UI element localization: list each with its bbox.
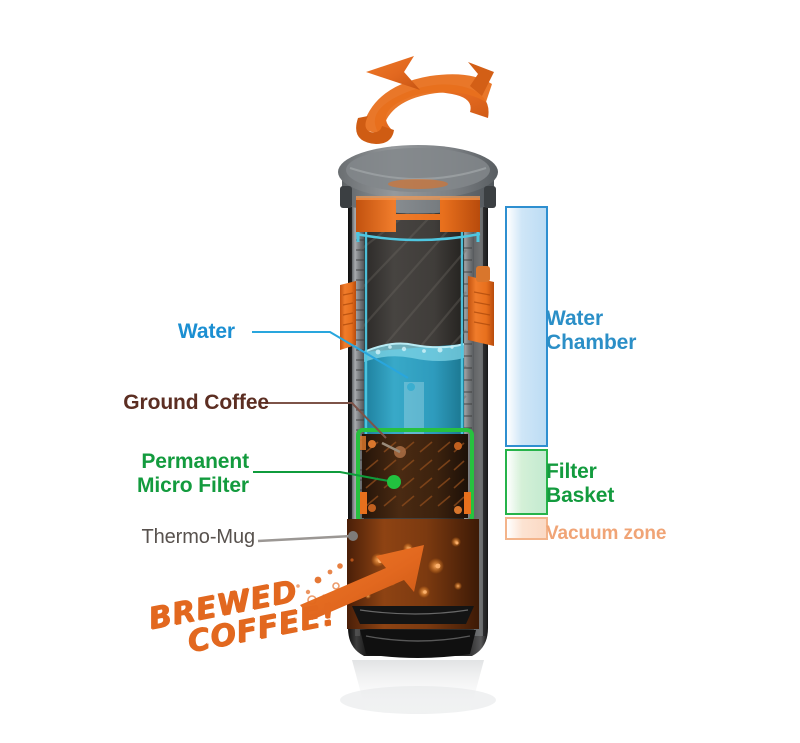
filter-basket-grounds: [356, 428, 474, 524]
lid-press-seal: [356, 198, 480, 232]
mug-lid: [338, 145, 498, 242]
zone-label-filter-basket: Filter Basket: [546, 460, 615, 508]
thermo-mug-leader-line: [257, 534, 353, 543]
callout-label-ground-coffee: Ground Coffee: [123, 391, 269, 414]
ground-coffee-leader-line: [265, 402, 387, 439]
filter-leader-dot: [387, 475, 401, 489]
pour-arrow-icon: [296, 545, 424, 620]
zone-filter-basket: [505, 449, 548, 515]
brewed-coffee-reservoir: [347, 519, 479, 629]
mug-cutaway-interior: [352, 196, 474, 546]
zone-water-chamber: [505, 206, 548, 447]
zone-vacuum: [505, 517, 548, 540]
silicone-seal-grips: [340, 266, 494, 350]
callout-label-water: Water: [177, 320, 235, 343]
thermo-mug-leader-dot: [348, 531, 358, 541]
callout-label-thermo-mug: Thermo-Mug: [141, 526, 256, 548]
flip-arrow-icon: [356, 56, 494, 144]
leader-lines: [252, 330, 409, 543]
mug-base: [360, 630, 476, 658]
filter-leader-line: [253, 470, 395, 484]
water-leader-line: [252, 330, 409, 379]
zone-label-water-chamber: Water Chamber: [546, 307, 637, 355]
mug-reflection: [352, 660, 484, 717]
callout-label-permanent-micro-filter: Permanent Micro Filter: [137, 450, 249, 497]
zone-label-vacuum-zone: Vacuum zone: [546, 523, 667, 544]
